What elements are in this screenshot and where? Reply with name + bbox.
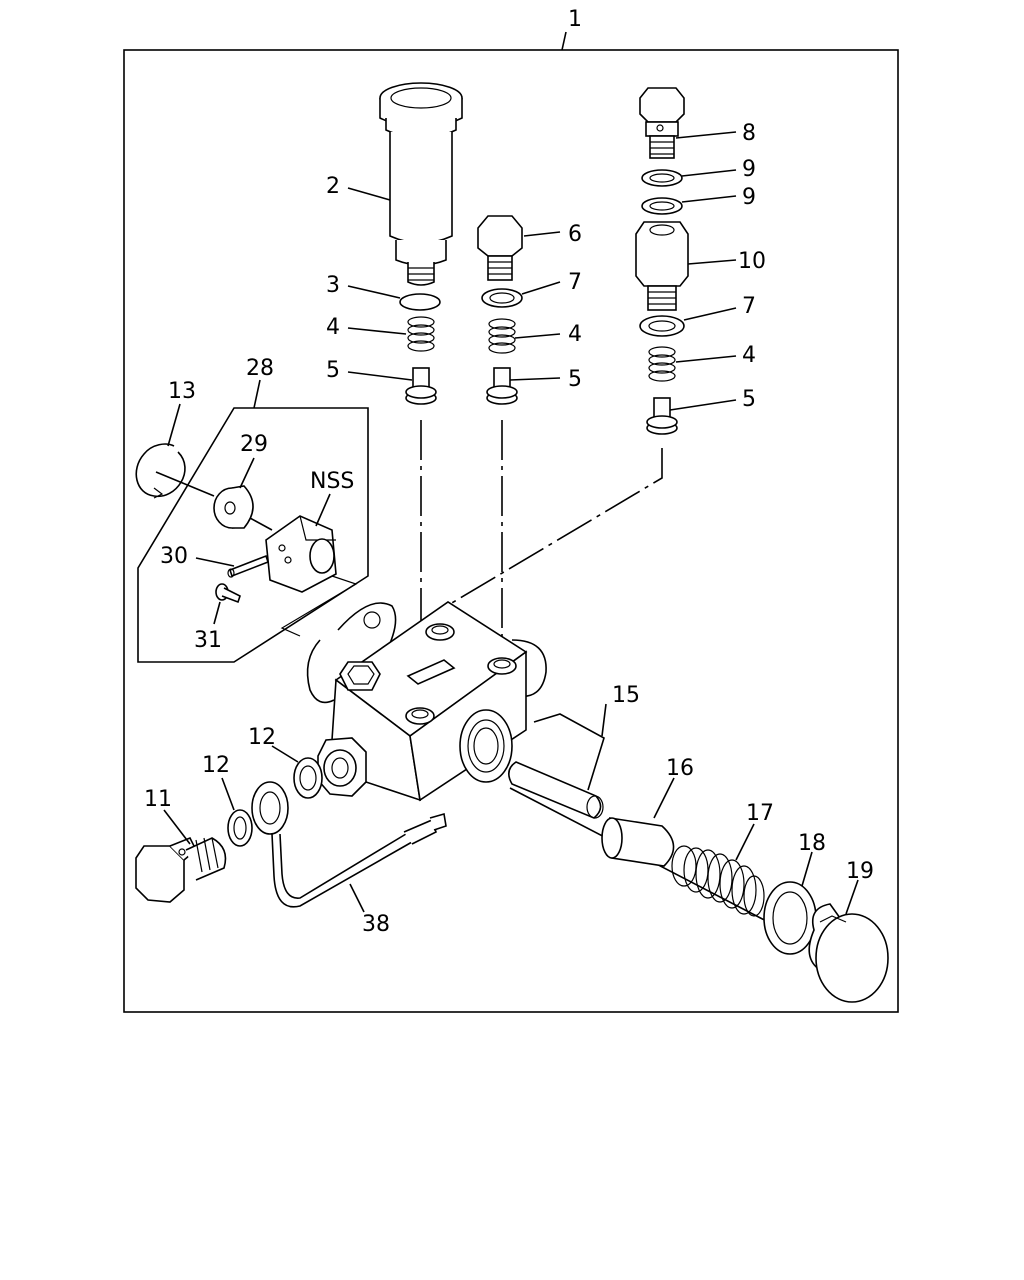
label-12b: 12	[248, 725, 276, 750]
leader-12a	[221, 777, 235, 811]
leader-11	[163, 809, 191, 845]
leader-30	[195, 557, 235, 567]
leader-4b	[514, 333, 561, 339]
inset-frame	[137, 407, 369, 663]
washer-part-9b	[641, 197, 683, 215]
pin-part-30	[227, 554, 269, 578]
leader-16	[653, 777, 675, 819]
leader-18	[801, 851, 813, 887]
plug-bolt-part	[477, 215, 523, 281]
o-ring-part	[399, 293, 441, 311]
leader-10	[687, 259, 737, 265]
label-7a: 7	[568, 270, 582, 295]
cap-part-19	[808, 903, 889, 1003]
label-5b: 5	[568, 367, 582, 392]
label-9a: 9	[742, 157, 756, 182]
leader-1	[561, 31, 567, 51]
snap-ring-part	[135, 443, 186, 499]
washer-part-mid	[481, 288, 523, 308]
label-17: 17	[746, 801, 774, 826]
leader-4a	[347, 327, 407, 335]
label-28: 28	[246, 356, 274, 381]
spring-part-17	[671, 845, 765, 917]
leader-15b	[601, 703, 607, 737]
spring-part-right	[648, 346, 676, 382]
label-15: 15	[612, 683, 640, 708]
leader-5c	[669, 399, 737, 411]
label-3: 3	[326, 273, 340, 298]
leader-5a	[347, 371, 413, 381]
label-38: 38	[362, 912, 390, 937]
gasket-part-18	[763, 881, 817, 955]
label-1: 1	[568, 7, 582, 32]
label-4c: 4	[742, 343, 756, 368]
label-11: 11	[144, 787, 172, 812]
fitting-part-10	[635, 221, 689, 311]
label-13: 13	[168, 379, 196, 404]
leader-2	[347, 187, 391, 201]
leader-9a	[681, 169, 737, 177]
leader-38	[349, 883, 365, 913]
shaft-line-13	[155, 471, 215, 497]
label-8: 8	[742, 121, 756, 146]
label-4b: 4	[568, 322, 582, 347]
label-19: 19	[846, 859, 874, 884]
label-7b: 7	[742, 294, 756, 319]
label-9b: 9	[742, 185, 756, 210]
screw-part-31	[215, 583, 241, 604]
leader-19	[845, 879, 859, 915]
leader-15	[533, 713, 605, 791]
washer-part-7b	[639, 315, 685, 337]
washer-part-12a	[227, 809, 253, 847]
eye-bolt-part	[639, 87, 685, 159]
leader-17	[735, 823, 755, 861]
leader-7b	[683, 307, 737, 321]
label-30: 30	[160, 544, 188, 569]
leader-nss	[315, 493, 331, 527]
valve-part-mid	[486, 367, 518, 405]
leader-12b	[271, 745, 299, 763]
label-31: 31	[194, 628, 222, 653]
label-29: 29	[240, 432, 268, 457]
label-5a: 5	[326, 358, 340, 383]
label-5c: 5	[742, 387, 756, 412]
washer-part-9a	[641, 169, 683, 187]
leader-3	[347, 285, 401, 299]
leader-5b	[509, 377, 561, 381]
leader-4c	[675, 355, 737, 363]
leader-9b	[681, 195, 737, 203]
leader-7a	[521, 281, 561, 295]
leader-13	[167, 403, 181, 447]
priming-pump-part	[379, 82, 463, 286]
label-10: 10	[738, 249, 766, 274]
pipe-part-38	[251, 781, 447, 908]
axis-right	[439, 448, 663, 632]
leader-6	[523, 231, 561, 237]
leader-28	[253, 379, 261, 409]
inset-connector	[280, 575, 358, 637]
spring-part-mid	[488, 318, 516, 354]
label-nss: NSS	[310, 469, 354, 494]
leader-29	[239, 457, 255, 489]
banjo-bolt-part-11	[135, 836, 227, 903]
sleeve-part-16	[601, 817, 675, 867]
leader-8	[675, 131, 737, 139]
shaft-line-29	[249, 517, 273, 531]
tappet-part-nss	[265, 515, 337, 593]
leader-31	[213, 601, 221, 625]
label-2: 2	[326, 174, 340, 199]
valve-part-left	[405, 367, 437, 405]
label-12a: 12	[202, 753, 230, 778]
label-4a: 4	[326, 315, 340, 340]
label-16: 16	[666, 756, 694, 781]
label-6: 6	[568, 222, 582, 247]
washer-part-12b	[293, 757, 323, 799]
spring-part-left	[407, 316, 435, 352]
label-18: 18	[798, 831, 826, 856]
valve-part-right	[646, 397, 678, 435]
diagram-frame	[123, 49, 899, 1013]
roller-part-29	[213, 485, 254, 529]
piston-part-15	[508, 761, 604, 819]
